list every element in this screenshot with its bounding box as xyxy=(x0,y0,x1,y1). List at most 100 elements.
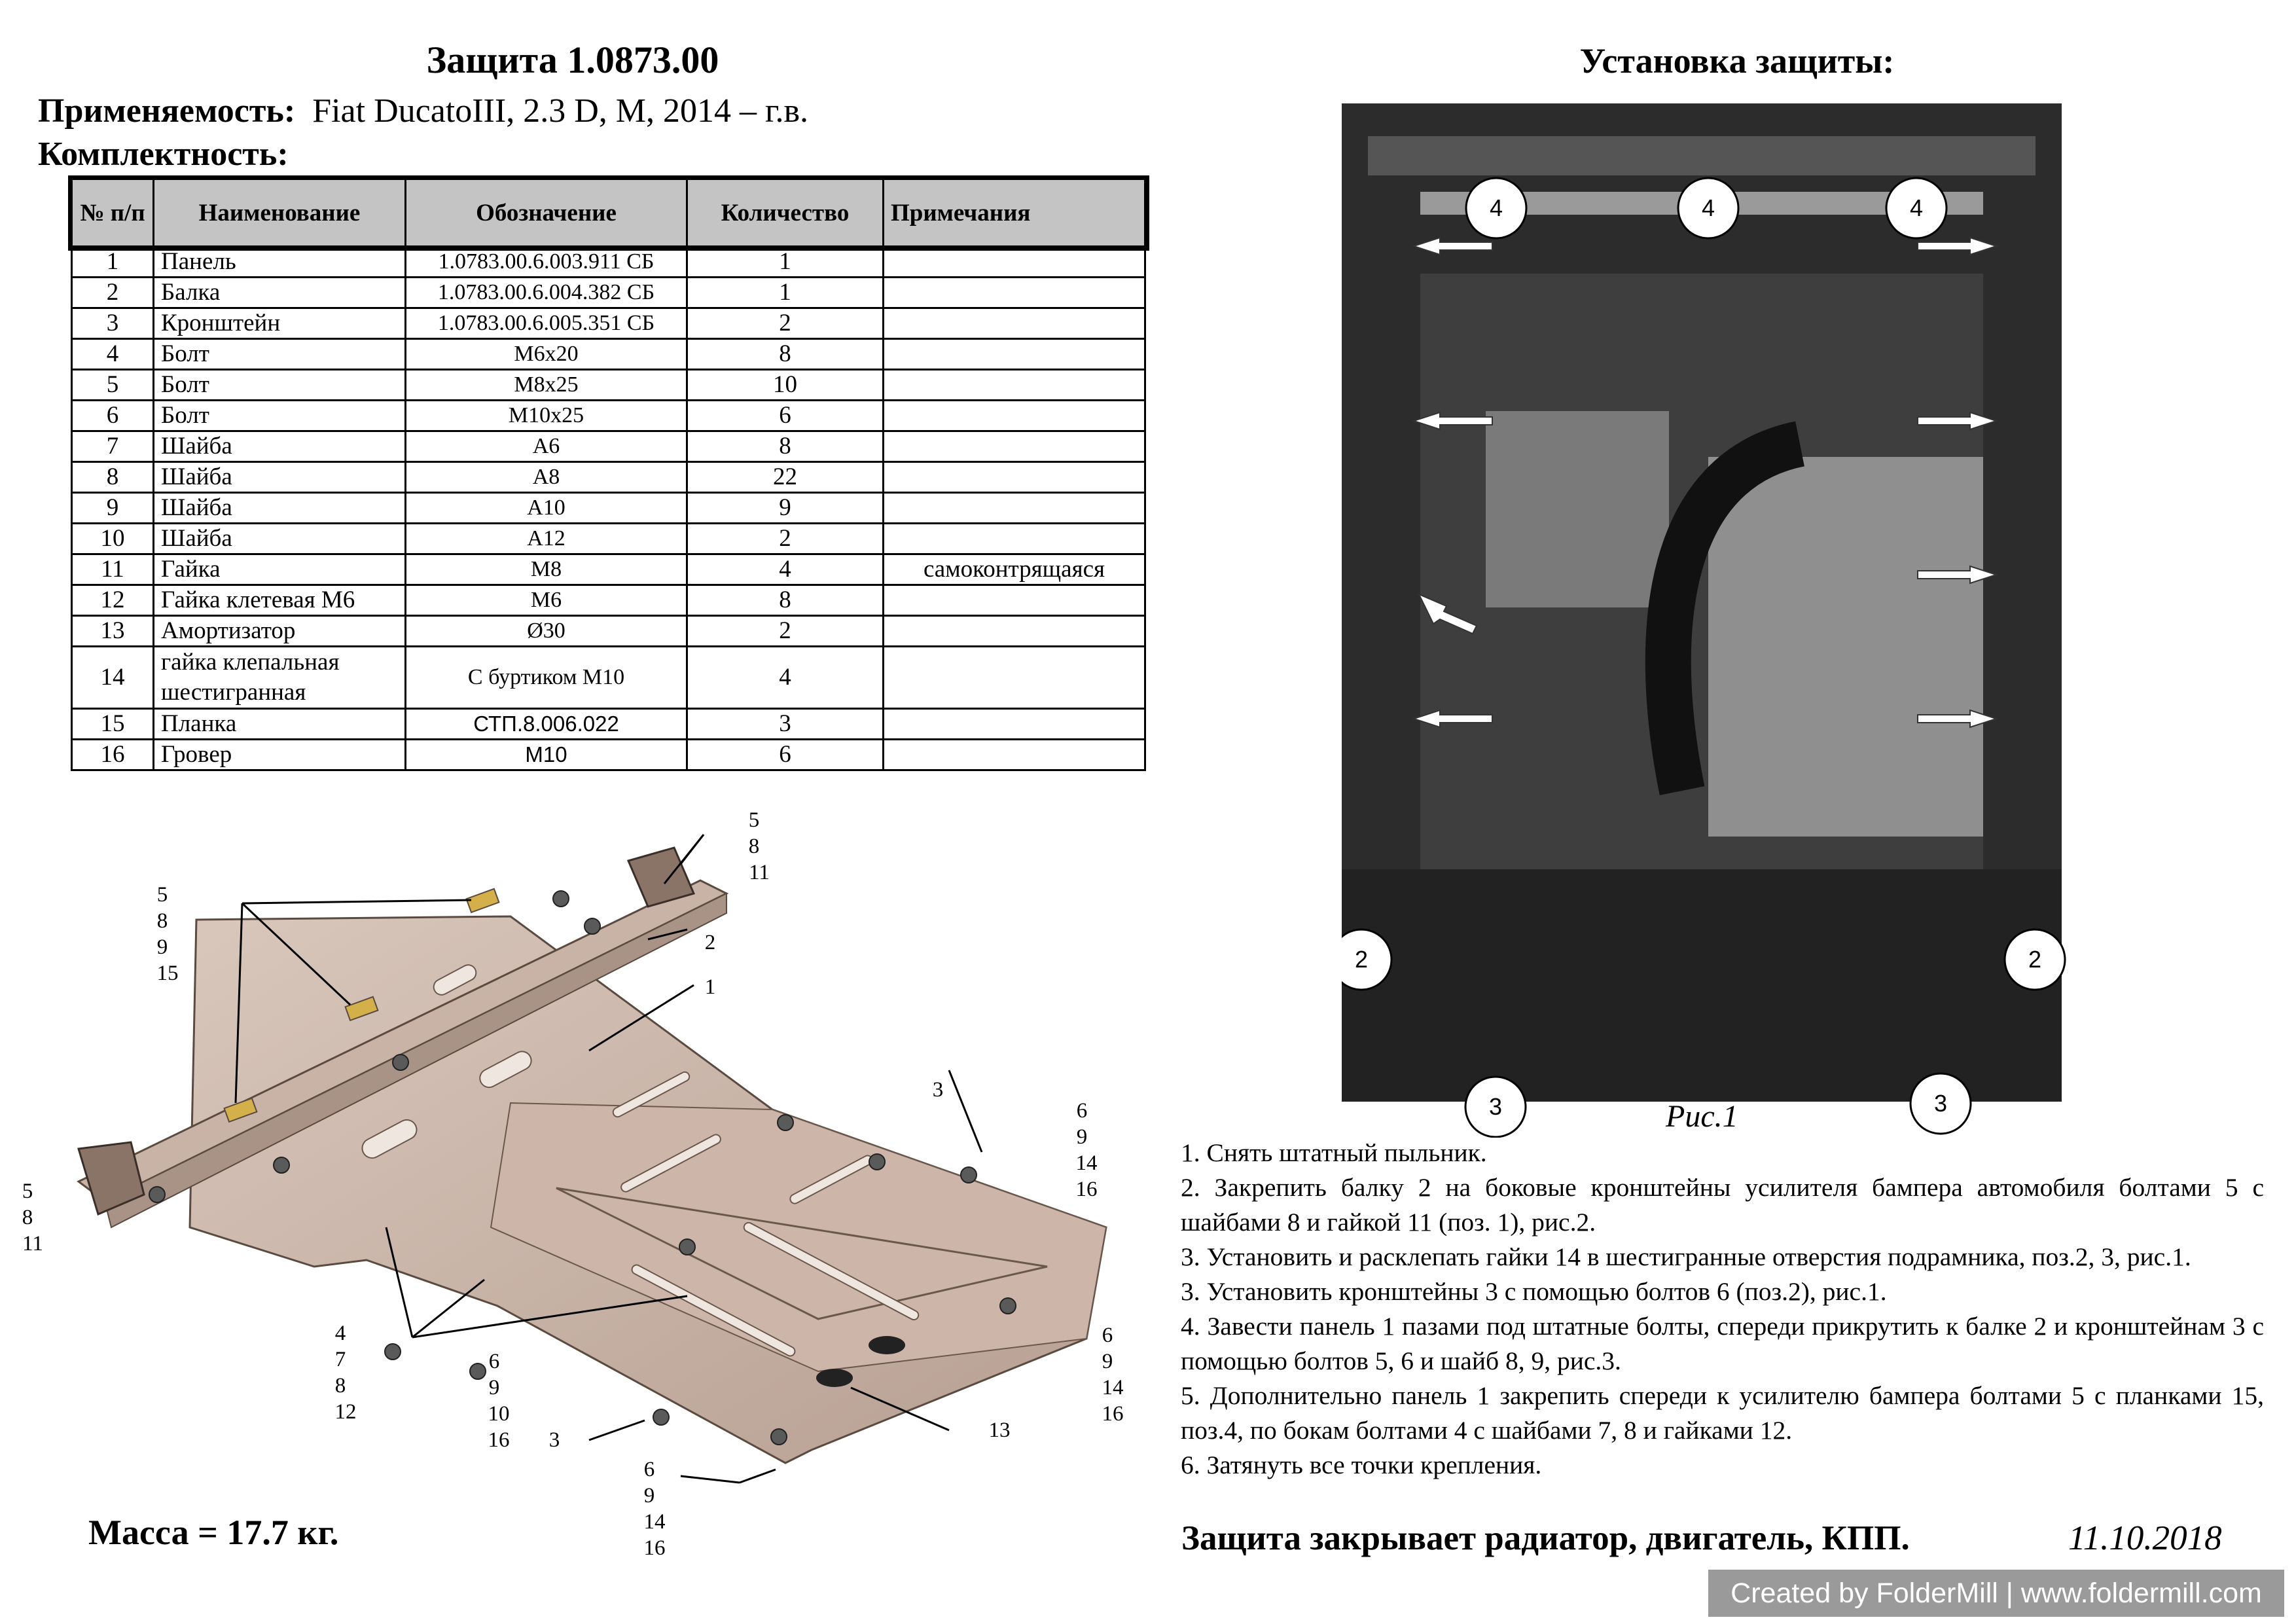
row-name: Болт xyxy=(152,338,406,370)
callout-part-3-bottom: 3 xyxy=(549,1428,560,1452)
col-header-quantity: Количество xyxy=(686,178,884,247)
marker-top-right: 4 xyxy=(1910,194,1923,221)
col-header-notes: Примечания xyxy=(882,178,1146,247)
install-steps: 1. Снять штатный пыльник. 2. Закрепить б… xyxy=(1181,1136,2264,1483)
row-quantity: 22 xyxy=(686,461,884,494)
row-name: Балка xyxy=(152,276,406,309)
callout-right-upper-1: 9 xyxy=(1077,1125,1088,1149)
row-quantity: 6 xyxy=(686,399,884,432)
step-item: 4. Завести панель 1 пазами под штатные б… xyxy=(1181,1312,2264,1375)
callout-bottom-mid-0: 6 xyxy=(489,1350,500,1373)
row-name: Болт xyxy=(152,369,406,401)
callout-bottom-left-1: 7 xyxy=(335,1348,346,1371)
row-number: 15 xyxy=(71,708,154,740)
callout-part-1: 1 xyxy=(705,975,716,999)
document-date: 11.10.2018 xyxy=(2068,1519,2222,1557)
callout-right-lower-1: 9 xyxy=(1102,1350,1113,1373)
callout-bottom-mid-3: 16 xyxy=(488,1428,510,1452)
row-notes xyxy=(882,307,1146,340)
applicability-value: Fiat DucatoIII, 2.3 D, M, 2014 – г.в. xyxy=(312,92,808,130)
beam-2-shape xyxy=(77,846,729,1229)
col-header-number: № п/п xyxy=(71,178,154,247)
step-item: 3. Установить и расклепать гайки 14 в ше… xyxy=(1181,1242,2191,1271)
row-designation: А10 xyxy=(404,492,688,524)
row-designation: 1.0783.00.6.003.911 СБ xyxy=(404,245,688,278)
row-quantity: 3 xyxy=(686,708,884,740)
photo-subframe xyxy=(1342,869,2062,1102)
callout-right-upper-0: 6 xyxy=(1077,1099,1088,1123)
callout-far-left-1: 8 xyxy=(22,1206,33,1229)
install-photo: 4 4 4 2 2 3 3 xyxy=(1342,103,2066,1138)
row-notes xyxy=(882,369,1146,401)
marker-bottom-left: 3 xyxy=(1489,1093,1502,1120)
row-notes xyxy=(882,492,1146,524)
row-designation: М8х25 xyxy=(404,369,688,401)
row-number: 11 xyxy=(71,553,154,586)
completeness-label: Комплектность: xyxy=(38,135,289,173)
leader-lines xyxy=(234,834,983,1484)
row-notes xyxy=(882,399,1146,432)
row-name: гайка клепальная шестигранная xyxy=(152,645,406,710)
install-heading: Установка защиты: xyxy=(1579,41,1895,81)
row-number: 12 xyxy=(71,584,154,617)
row-notes xyxy=(882,430,1146,463)
row-quantity: 8 xyxy=(686,584,884,617)
plank-15-shapes xyxy=(223,888,500,1123)
photo-markers: 4 4 4 2 2 3 3 xyxy=(1342,177,2066,1138)
coverage-note: Защита закрывает радиатор, двигатель, КП… xyxy=(1181,1519,1910,1557)
row-number: 4 xyxy=(71,338,154,370)
row-quantity: 4 xyxy=(686,645,884,710)
callout-top-right-2: 11 xyxy=(749,861,770,884)
parts-table: № п/п Наименование Обозначение Количеств… xyxy=(67,175,1149,771)
row-notes xyxy=(882,708,1146,740)
callout-top-right-1: 8 xyxy=(749,835,760,858)
callout-left-group-2: 9 xyxy=(157,935,168,959)
row-designation: М10х25 xyxy=(404,399,688,432)
completeness-line: Комплектность: xyxy=(38,135,289,173)
callout-bottom-mid-2: 10 xyxy=(488,1402,510,1426)
callout-bottom-1: 9 xyxy=(644,1484,655,1507)
callout-part-13: 13 xyxy=(989,1418,1011,1442)
callout-right-lower-3: 16 xyxy=(1102,1402,1124,1426)
photo-gearbox xyxy=(1708,457,1983,837)
marker-side-right: 2 xyxy=(2028,946,2041,973)
callout-bottom-3: 16 xyxy=(644,1536,666,1560)
row-number: 16 xyxy=(71,738,154,771)
panel-1-shape xyxy=(188,915,1107,1464)
row-name: Планка xyxy=(152,708,406,740)
row-quantity: 10 xyxy=(686,369,884,401)
row-designation: М8 xyxy=(404,553,688,586)
row-notes: самоконтрящаяся xyxy=(882,553,1146,586)
row-quantity: 2 xyxy=(686,522,884,555)
row-number: 8 xyxy=(71,461,154,494)
row-name: Шайба xyxy=(152,461,406,494)
row-quantity: 9 xyxy=(686,492,884,524)
marker-bottom-right: 3 xyxy=(1934,1090,1947,1117)
row-number: 2 xyxy=(71,276,154,309)
callout-top-right-0: 5 xyxy=(749,808,760,832)
marker-side-left: 2 xyxy=(1355,946,1368,973)
applicability-line: Применяемость: Fiat DucatoIII, 2.3 D, M,… xyxy=(38,92,808,130)
row-designation: 1.0783.00.6.004.382 СБ xyxy=(404,276,688,309)
photo-hose xyxy=(1645,421,1805,795)
row-name: Шайба xyxy=(152,492,406,524)
row-notes xyxy=(882,522,1146,555)
row-notes xyxy=(882,645,1146,710)
step-item: 1. Снять штатный пыльник. xyxy=(1181,1138,1487,1167)
damper-13-shapes xyxy=(816,1336,905,1387)
callout-bottom-mid-1: 9 xyxy=(489,1376,500,1399)
callout-part-3-right: 3 xyxy=(933,1078,944,1102)
row-number: 5 xyxy=(71,369,154,401)
row-quantity: 2 xyxy=(686,307,884,340)
row-number: 13 xyxy=(71,615,154,647)
row-notes xyxy=(882,615,1146,647)
row-quantity: 2 xyxy=(686,615,884,647)
callout-bottom-left-2: 8 xyxy=(335,1374,346,1398)
col-header-name: Наименование xyxy=(152,178,406,247)
